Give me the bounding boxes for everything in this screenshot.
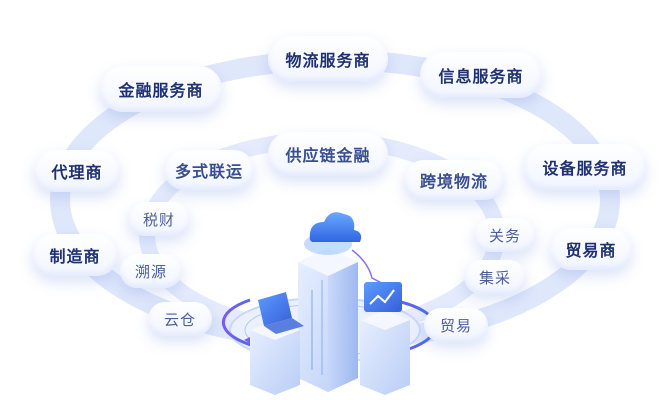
central-tower <box>298 248 358 392</box>
right-tower <box>360 310 410 395</box>
cloud-icon <box>304 212 362 255</box>
customs-node: 关务 <box>474 218 536 252</box>
cloud-warehouse-node: 云仓 <box>148 302 212 336</box>
tax-node: 税财 <box>128 202 190 236</box>
supply-chain-finance-node: 供应链金融 <box>268 132 388 176</box>
cross-border-logistics-node: 跨境物流 <box>404 160 504 200</box>
cycle-arrow-left <box>221 298 263 350</box>
trade-company-node: 贸易商 <box>550 228 632 270</box>
information-provider-node: 信息服务商 <box>420 52 542 98</box>
equipment-provider-node: 设备服务商 <box>524 144 646 190</box>
procurement-node: 集采 <box>464 260 526 294</box>
logistics-provider-node: 物流服务商 <box>268 36 388 82</box>
laptop-icon <box>258 292 304 334</box>
finance-provider-node: 金融服务商 <box>100 66 222 112</box>
traceability-node: 溯源 <box>120 254 182 288</box>
trading-node: 贸易 <box>424 308 488 342</box>
chart-monitor-icon <box>364 282 402 312</box>
agent-node: 代理商 <box>34 150 120 192</box>
multimodal-transport-node: 多式联运 <box>164 150 254 190</box>
manufacturer-node: 制造商 <box>32 234 118 276</box>
